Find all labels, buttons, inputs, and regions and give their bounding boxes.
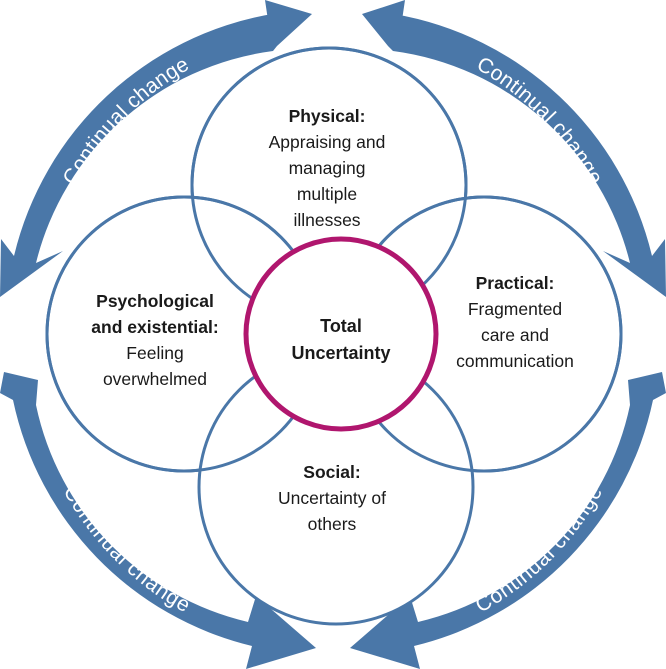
continual-change-label-bottom-left: Continual change: [59, 482, 195, 618]
practical-line-3: communication: [456, 351, 574, 371]
physical-line-3: multiple: [297, 184, 357, 204]
psychological-title-line-2: and existential:: [91, 317, 218, 337]
practical-line-2: care and: [481, 325, 549, 345]
continual-change-label-top-left: Continual change: [59, 53, 194, 189]
social-line-1: Uncertainty of: [278, 488, 386, 508]
physical-line-1: Appraising and: [269, 132, 386, 152]
practical-title: Practical:: [476, 273, 555, 293]
arrow-shape-top-left: [0, 0, 312, 297]
social-title: Social:: [303, 462, 360, 482]
arrow-shape-top-right: [362, 0, 666, 297]
continual-change-label-bottom-right: Continual change: [472, 482, 608, 618]
practical-line-1: Fragmented: [468, 299, 562, 319]
continual-change-label-top-right: Continual change: [473, 53, 608, 189]
social-line-2: others: [308, 514, 357, 534]
psychological-title-line-1: Psychological: [96, 291, 214, 311]
arrow-shape-bottom-left: [0, 372, 316, 669]
physical-title: Physical:: [289, 106, 366, 126]
center-line-1: Total: [320, 316, 362, 336]
total-uncertainty-circle: [243, 236, 439, 432]
center-line-2: Uncertainty: [291, 343, 390, 363]
psychological-line-2: overwhelmed: [103, 369, 207, 389]
arrow-shape-bottom-right: [350, 372, 666, 669]
psychological-line-1: Feeling: [126, 343, 183, 363]
physical-line-2: managing: [289, 158, 366, 178]
physical-line-4: illnesses: [293, 210, 360, 230]
